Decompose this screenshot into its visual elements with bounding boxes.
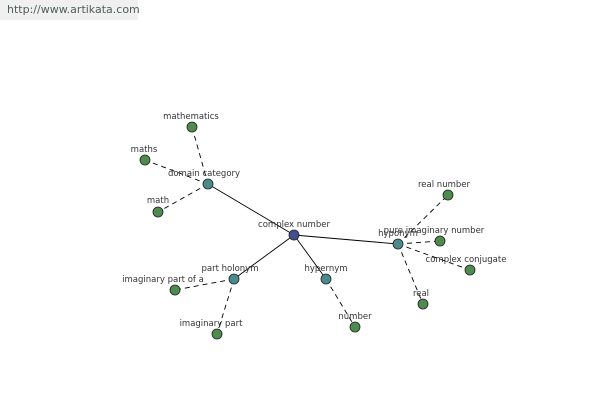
label-imagparta[interactable]: imaginary part of a [122, 275, 204, 285]
edge-partholonym-imagparta [174, 278, 235, 291]
edge-hypernym-number [325, 278, 356, 328]
edge-center-domain [207, 183, 295, 236]
label-center[interactable]: complex number [258, 220, 330, 230]
label-real[interactable]: real [413, 289, 429, 299]
edge-domain-mathematics [191, 126, 209, 185]
node-pureimag[interactable] [434, 235, 446, 247]
edge-center-partholonym [233, 234, 295, 280]
node-maths[interactable] [139, 154, 151, 166]
edge-partholonym-imagpart [216, 278, 235, 335]
node-number[interactable] [349, 321, 361, 333]
node-conjugate[interactable] [464, 264, 476, 276]
watermark-url[interactable]: http://www.artikata.com [0, 0, 140, 20]
graph-edges [144, 126, 471, 335]
label-mathematics[interactable]: mathematics [163, 112, 219, 122]
edge-domain-maths [144, 159, 209, 185]
edge-hyponym-real [397, 243, 424, 305]
graph-labels: mathematics maths math real number pure imag… [122, 112, 506, 329]
label-hyponym[interactable]: hyponym [378, 229, 418, 239]
edge-hyponym-conjugate [397, 243, 471, 271]
node-realnumber[interactable] [442, 189, 454, 201]
label-math[interactable]: math [147, 196, 169, 206]
node-hyponym[interactable] [392, 238, 404, 250]
node-center[interactable] [288, 229, 300, 241]
label-imagpart[interactable]: imaginary part [180, 319, 244, 329]
label-realnumber[interactable]: real number [418, 180, 470, 190]
node-real[interactable] [417, 298, 429, 310]
node-mathematics[interactable] [186, 121, 198, 133]
edge-domain-math [157, 183, 209, 213]
edge-hyponym-pureimag [397, 240, 441, 245]
edge-center-hypernym [293, 234, 327, 280]
node-partholonym[interactable] [228, 273, 240, 285]
label-pureimag[interactable]: pure imaginary number [384, 226, 485, 236]
node-imagpart[interactable] [211, 328, 223, 340]
node-domain[interactable] [202, 178, 214, 190]
edge-hyponym-realnumber [397, 194, 449, 245]
edge-center-hyponym [293, 234, 399, 245]
label-number[interactable]: number [338, 312, 372, 322]
node-imagparta[interactable] [169, 284, 181, 296]
graph-nodes [139, 121, 476, 340]
node-math[interactable] [152, 206, 164, 218]
label-conjugate[interactable]: complex conjugate [426, 255, 507, 265]
label-partholonym[interactable]: part holonym [202, 264, 259, 274]
label-maths[interactable]: maths [131, 145, 158, 155]
node-hypernym[interactable] [320, 273, 332, 285]
label-domain[interactable]: domain category [168, 169, 240, 179]
label-hypernym[interactable]: hypernym [304, 264, 347, 274]
